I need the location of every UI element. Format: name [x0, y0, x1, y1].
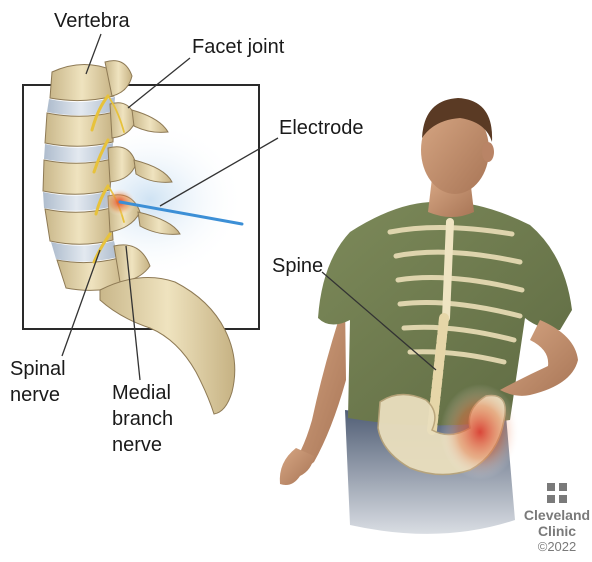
cleveland-clinic-logo-icon — [546, 482, 568, 504]
brand-name-line2: Clinic — [522, 523, 592, 539]
copyright-text: ©2022 — [522, 539, 592, 555]
label-vertebra: Vertebra — [54, 8, 130, 34]
sternum — [446, 222, 450, 318]
vertebra-body — [45, 112, 114, 146]
label-spinal-nerve-line1: Spinal — [10, 356, 66, 382]
left-arm — [288, 300, 346, 471]
label-spinal-nerve-line2: nerve — [10, 382, 66, 408]
label-facet-joint: Facet joint — [192, 34, 284, 60]
label-medial-branch-nerve-line1: Medial — [112, 380, 173, 406]
ear — [482, 142, 494, 162]
hip-pain-glow — [440, 384, 520, 480]
label-spine: Spine — [272, 253, 323, 279]
facet-joint-leader — [128, 58, 190, 108]
label-electrode: Electrode — [279, 115, 364, 141]
label-medial-branch-nerve-line2: branch — [112, 406, 173, 432]
label-medial-branch-nerve-line3: nerve — [112, 432, 173, 458]
vertebra-body — [45, 208, 113, 244]
cleveland-clinic-brand: Cleveland Clinic ©2022 — [522, 482, 592, 555]
label-spinal-nerve: Spinal nerve — [10, 356, 66, 408]
vertebra-body — [50, 64, 114, 100]
patient-figure — [280, 98, 578, 534]
brand-name-line1: Cleveland — [522, 507, 592, 523]
vertebra-body — [43, 159, 112, 194]
label-medial-branch-nerve: Medial branch nerve — [112, 380, 173, 458]
